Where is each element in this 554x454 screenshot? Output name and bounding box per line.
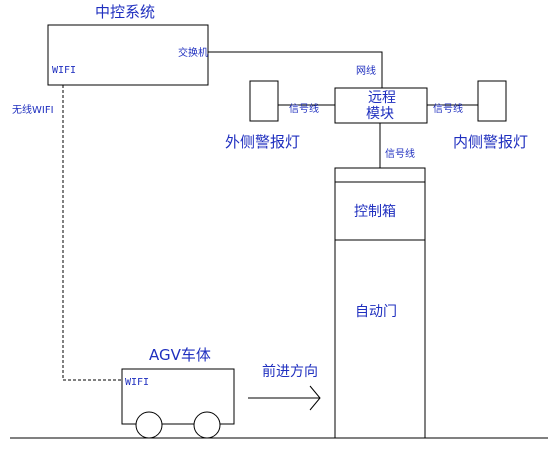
agv-wheel-front <box>135 411 163 439</box>
central-control-wifi-label: WIFI <box>52 65 76 76</box>
direction-arrow-head <box>309 385 321 411</box>
network-cable-label: 网线 <box>356 64 376 77</box>
agv-wheel-rear <box>193 411 221 439</box>
remote-module-line2: 模块 <box>366 106 394 122</box>
outer-alarm-light-box <box>249 80 279 122</box>
network-cable-line <box>208 51 383 88</box>
switch-label: 交换机 <box>178 46 208 59</box>
wireless-wifi-label: 无线WIFI <box>12 103 54 116</box>
central-control-title: 中控系统 <box>95 3 155 21</box>
signal-line-left-label: 信号线 <box>289 102 319 115</box>
remote-module-line1: 远程 <box>368 90 396 106</box>
central-control-box <box>47 24 209 86</box>
inner-alarm-light-box <box>477 80 507 122</box>
signal-line-right-label: 信号线 <box>433 102 463 115</box>
inner-alarm-light-label: 内侧警报灯 <box>453 133 528 151</box>
control-box-label: 控制箱 <box>354 204 396 220</box>
agv-title: AGV车体 <box>149 346 211 364</box>
auto-door-label: 自动门 <box>355 304 397 320</box>
direction-label: 前进方向 <box>262 363 318 380</box>
agv-body-box <box>121 368 235 425</box>
wireless-link-line <box>62 85 122 381</box>
signal-line-down-label: 信号线 <box>385 147 415 160</box>
agv-wifi-label: WIFI <box>125 377 149 388</box>
outer-alarm-light-label: 外侧警报灯 <box>225 133 300 151</box>
